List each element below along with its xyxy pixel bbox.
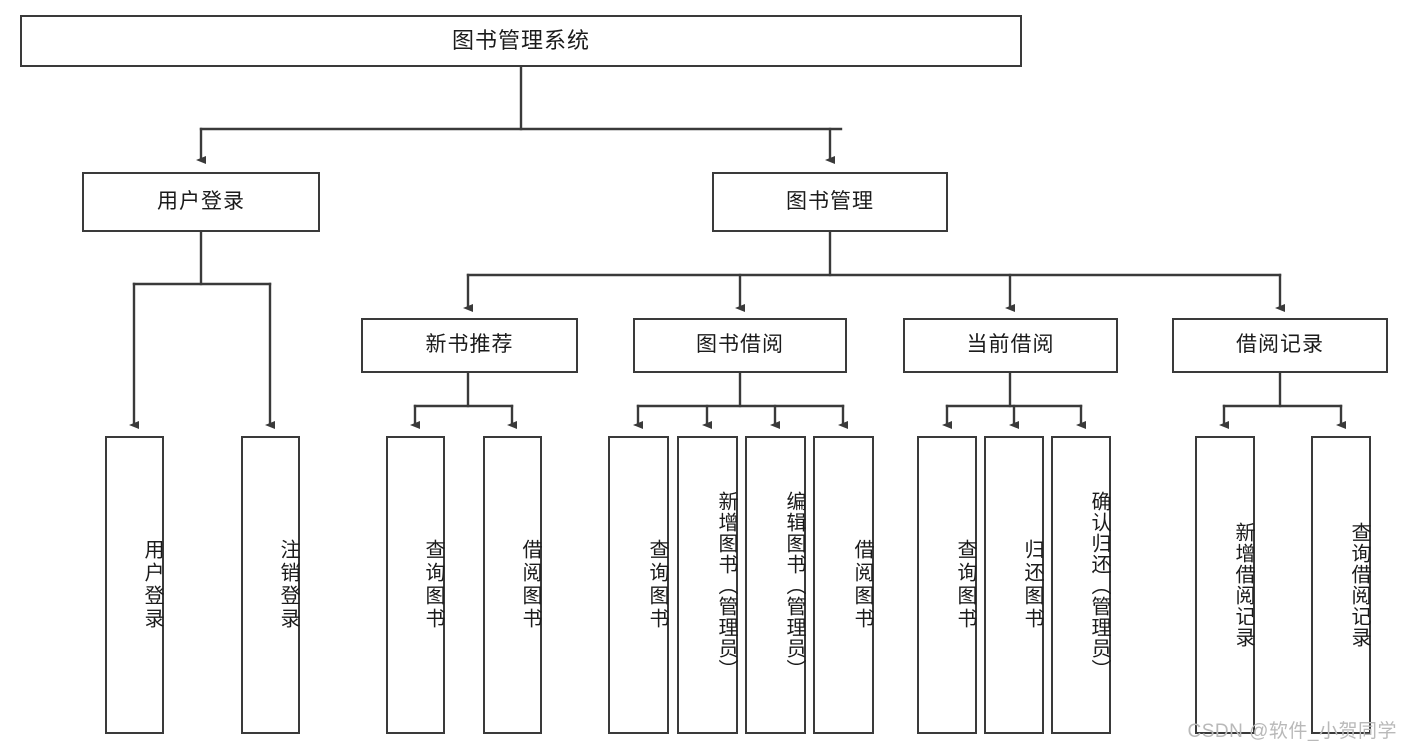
node-label: 图书管理系统: [451, 28, 590, 54]
leaf-label: 用户登录: [141, 539, 163, 631]
leaf-label: 查询借阅记录: [1348, 522, 1370, 648]
leaf-label: 新增借阅记录: [1232, 522, 1254, 648]
leaf-book-borrow-edit[interactable]: 编辑图书（管理员）: [745, 436, 806, 734]
leaf-book-borrow-borrow[interactable]: 借阅图书: [813, 436, 874, 734]
node-label: 用户登录: [157, 189, 245, 213]
node-user-login[interactable]: 用户登录: [82, 172, 320, 232]
leaf-new-book-query[interactable]: 查询图书: [386, 436, 445, 734]
leaf-label: 确认归还（管理员）: [1088, 490, 1110, 680]
leaf-borrow-record-query[interactable]: 查询借阅记录: [1311, 436, 1371, 734]
leaf-label: 注销登录: [277, 539, 299, 631]
watermark-text: CSDN @软件_小贺同学: [1187, 721, 1397, 742]
node-current-borrowing[interactable]: 当前借阅: [903, 318, 1118, 373]
leaf-label: 新增图书（管理员）: [715, 490, 737, 680]
leaf-book-borrow-query[interactable]: 查询图书: [608, 436, 669, 734]
node-label: 图书借阅: [696, 333, 784, 357]
leaf-user-login-signout[interactable]: 注销登录: [241, 436, 300, 734]
leaf-book-borrow-add[interactable]: 新增图书（管理员）: [677, 436, 738, 734]
leaf-label: 归还图书: [1021, 539, 1043, 631]
leaf-label: 查询图书: [646, 539, 668, 631]
node-book-borrowing[interactable]: 图书借阅: [633, 318, 847, 373]
leaf-label: 编辑图书（管理员）: [783, 490, 805, 680]
leaf-current-borrow-return[interactable]: 归还图书: [984, 436, 1044, 734]
node-label: 借阅记录: [1236, 333, 1324, 357]
node-label: 当前借阅: [966, 333, 1055, 357]
node-book-management-system[interactable]: 图书管理系统: [20, 15, 1022, 67]
node-label: 新书推荐: [425, 333, 514, 357]
leaf-new-book-borrow[interactable]: 借阅图书: [483, 436, 542, 734]
leaf-current-borrow-confirm-return[interactable]: 确认归还（管理员）: [1051, 436, 1111, 734]
leaf-current-borrow-query[interactable]: 查询图书: [917, 436, 977, 734]
node-new-book-recommendation[interactable]: 新书推荐: [361, 318, 578, 373]
leaf-label: 查询图书: [954, 539, 976, 631]
leaf-user-login-signin[interactable]: 用户登录: [105, 436, 164, 734]
leaf-label: 借阅图书: [519, 539, 541, 631]
leaf-label: 借阅图书: [851, 539, 873, 631]
node-label: 图书管理: [786, 189, 874, 213]
leaf-label: 查询图书: [422, 539, 444, 631]
leaf-borrow-record-add[interactable]: 新增借阅记录: [1195, 436, 1255, 734]
node-borrowing-records[interactable]: 借阅记录: [1172, 318, 1388, 373]
node-book-management[interactable]: 图书管理: [712, 172, 948, 232]
